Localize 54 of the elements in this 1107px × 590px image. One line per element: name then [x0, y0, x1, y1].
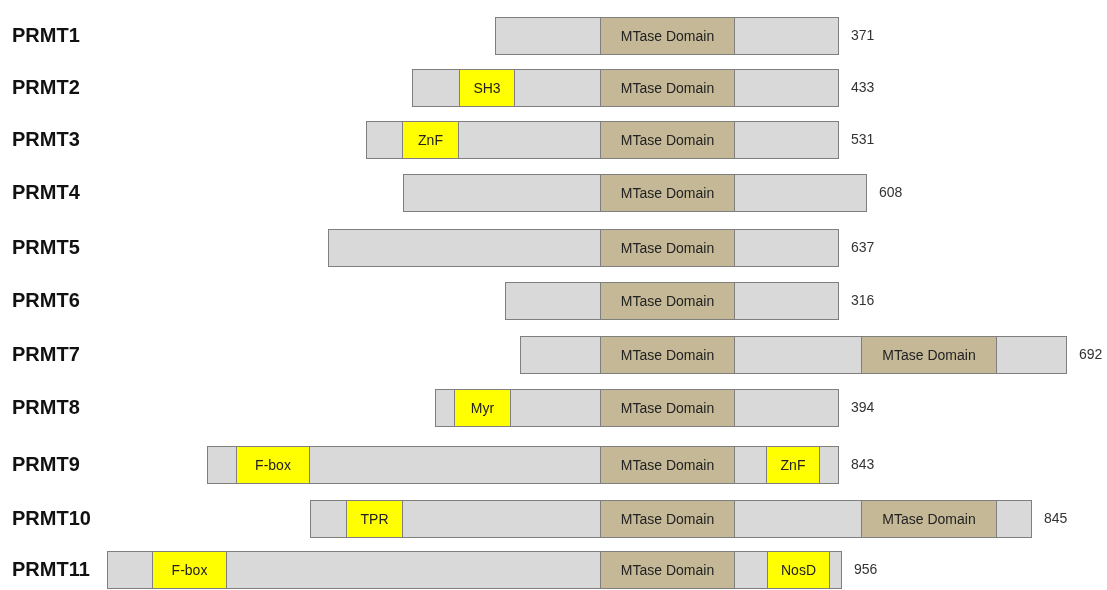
length-label: 394: [851, 399, 875, 415]
domain-block: NosD: [767, 551, 830, 589]
protein-name: PRMT6: [12, 289, 80, 312]
protein-bar: [495, 17, 839, 55]
length-label: 371: [851, 27, 875, 43]
length-label: 531: [851, 131, 875, 147]
domain-block: Myr: [454, 389, 511, 427]
domain-block: F-box: [236, 446, 310, 484]
protein-bar: [310, 500, 1032, 538]
domain-block: MTase Domain: [600, 500, 735, 538]
protein-bar: [207, 446, 839, 484]
protein-bar: [403, 174, 867, 212]
length-label: 637: [851, 239, 875, 255]
length-label: 316: [851, 292, 875, 308]
domain-block: MTase Domain: [861, 336, 997, 374]
length-label: 608: [879, 184, 903, 200]
protein-name: PRMT1: [12, 24, 80, 47]
length-label: 845: [1044, 510, 1068, 526]
length-label: 956: [854, 561, 878, 577]
protein-bar: [107, 551, 842, 589]
domain-block: MTase Domain: [600, 551, 735, 589]
protein-bar: [505, 282, 839, 320]
protein-bar: [366, 121, 839, 159]
protein-name: PRMT7: [12, 343, 80, 366]
domain-block: SH3: [459, 69, 515, 107]
protein-name: PRMT8: [12, 396, 80, 419]
protein-name: PRMT5: [12, 236, 80, 259]
length-label: 433: [851, 79, 875, 95]
protein-bar: [520, 336, 1067, 374]
domain-block: ZnF: [766, 446, 820, 484]
domain-block: MTase Domain: [600, 446, 735, 484]
domain-block: MTase Domain: [600, 121, 735, 159]
domain-block: MTase Domain: [600, 17, 735, 55]
protein-name: PRMT10: [12, 507, 91, 530]
domain-block: MTase Domain: [600, 229, 735, 267]
protein-name: PRMT3: [12, 128, 80, 151]
length-label: 843: [851, 456, 875, 472]
protein-bar: [328, 229, 839, 267]
protein-bar: [435, 389, 839, 427]
domain-block: MTase Domain: [600, 389, 735, 427]
domain-block: MTase Domain: [861, 500, 997, 538]
protein-bar: [412, 69, 839, 107]
domain-block: ZnF: [402, 121, 459, 159]
protein-name: PRMT2: [12, 76, 80, 99]
length-label: 692: [1079, 346, 1103, 362]
domain-block: MTase Domain: [600, 174, 735, 212]
protein-name: PRMT9: [12, 453, 80, 476]
domain-block: MTase Domain: [600, 336, 735, 374]
domain-block: F-box: [152, 551, 227, 589]
domain-block: MTase Domain: [600, 282, 735, 320]
protein-name: PRMT11: [12, 558, 90, 581]
domain-block: TPR: [346, 500, 403, 538]
domain-block: MTase Domain: [600, 69, 735, 107]
protein-name: PRMT4: [12, 181, 80, 204]
